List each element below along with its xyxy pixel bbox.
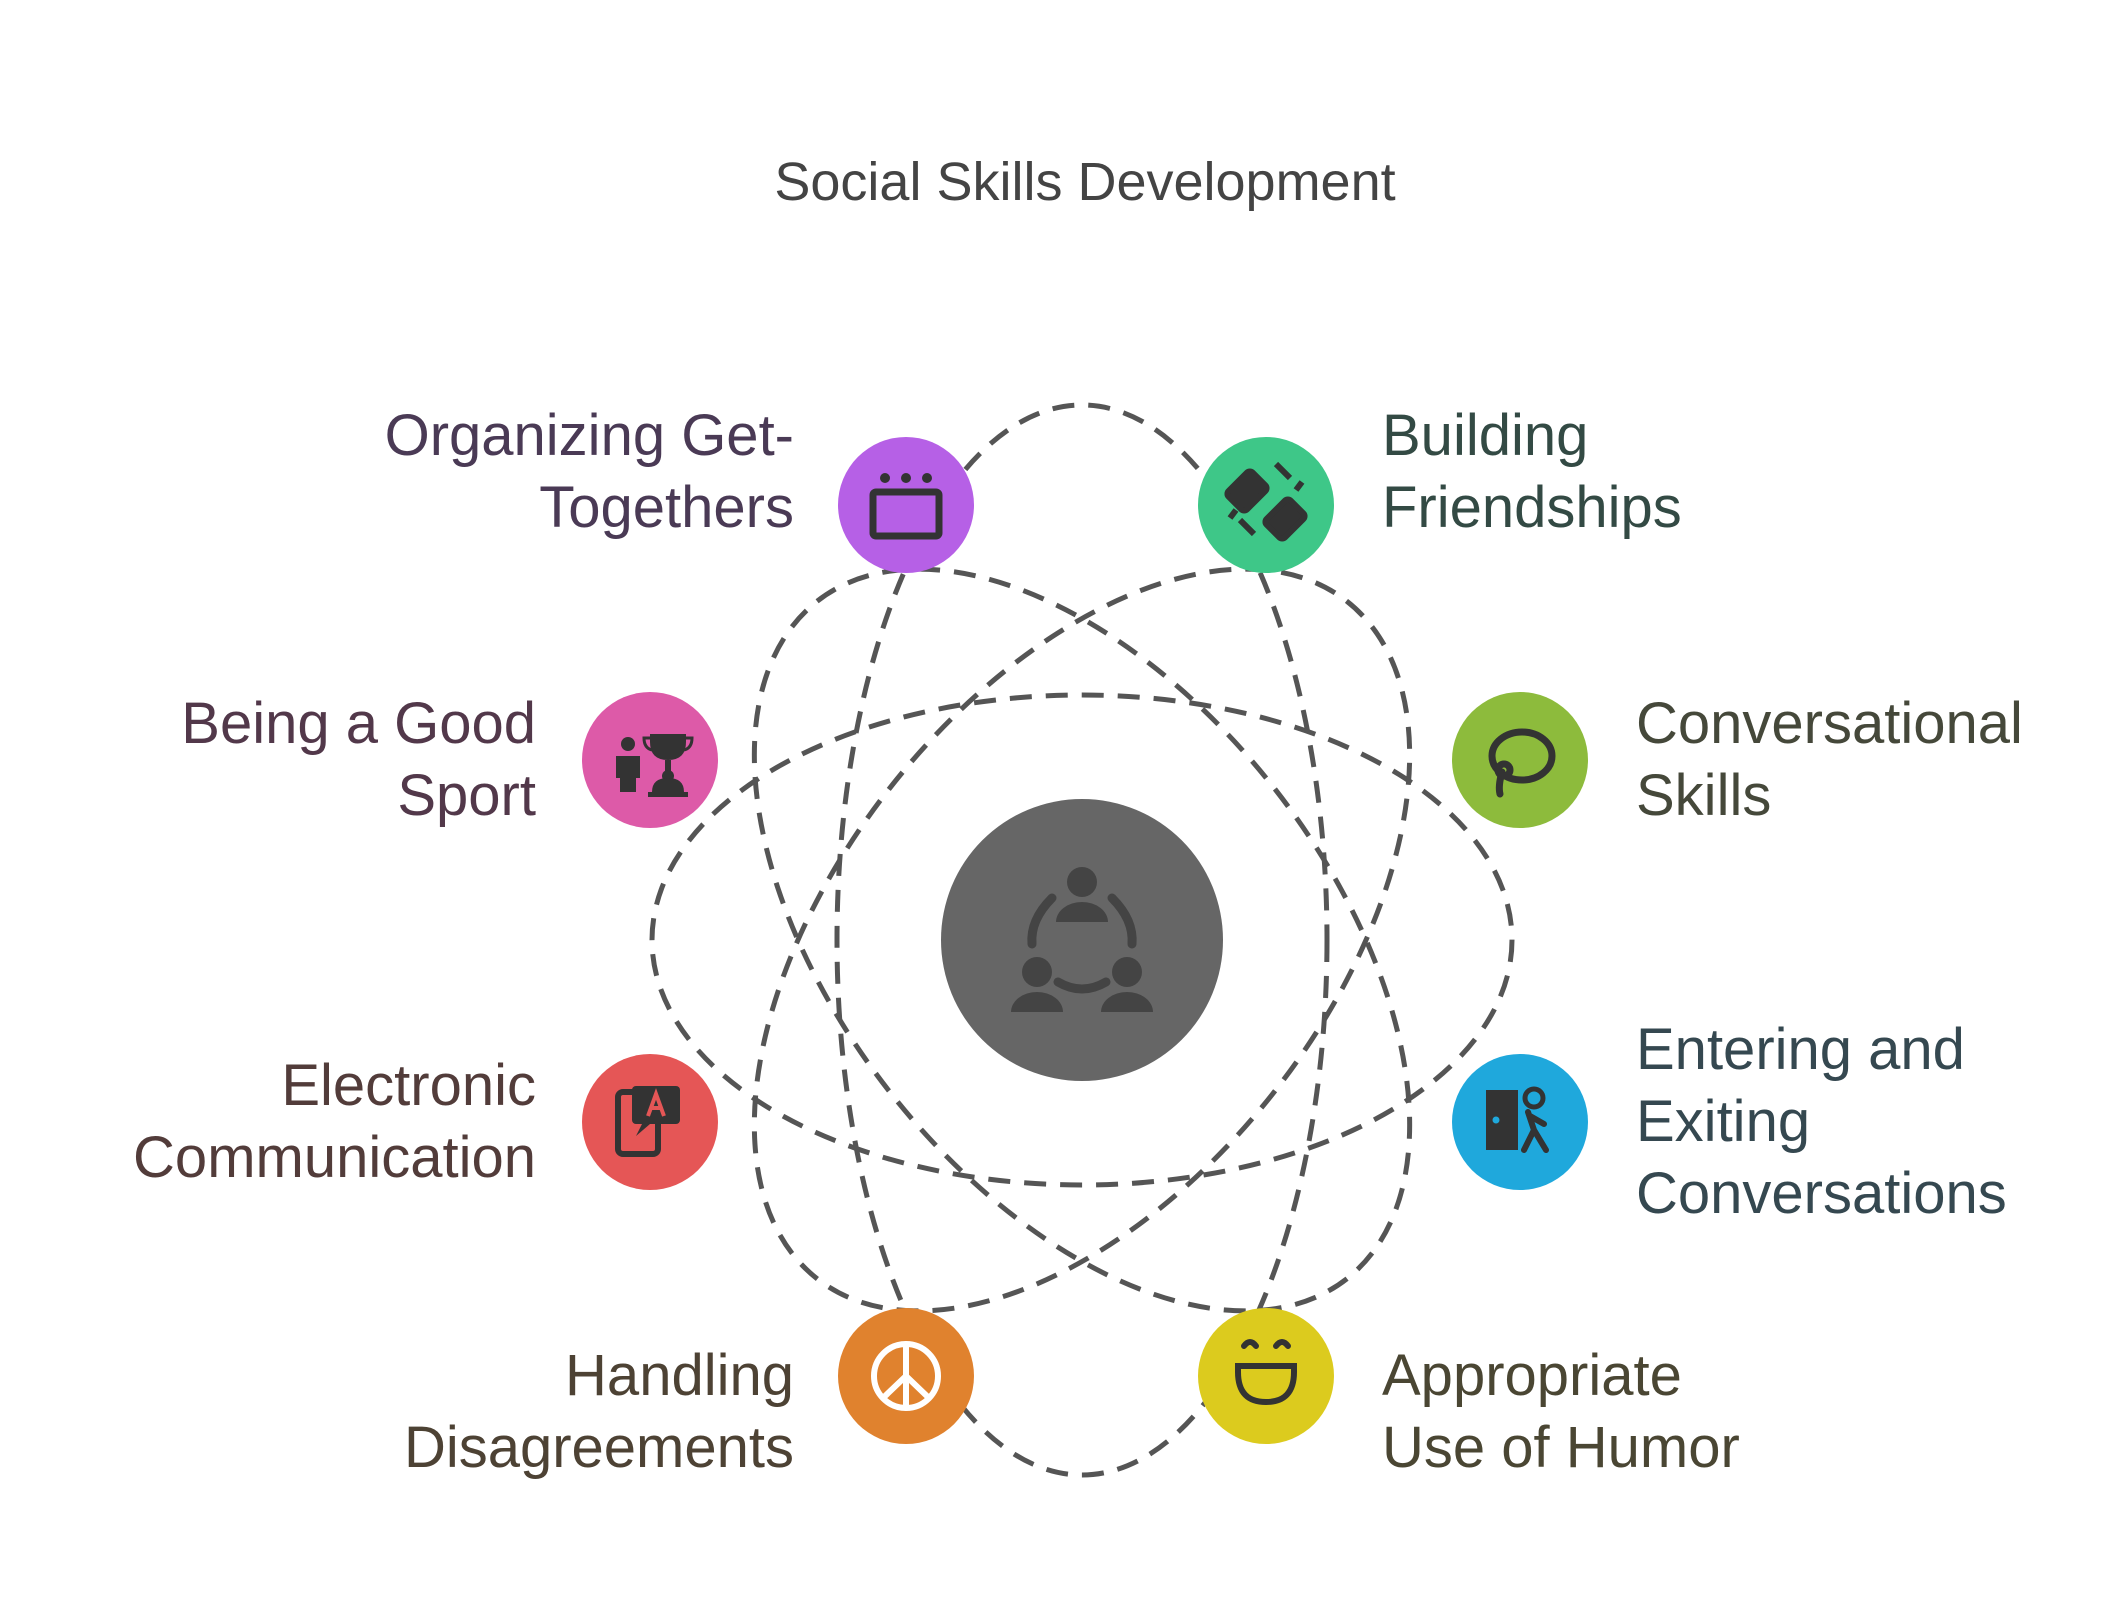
label-humor-line-1: Appropriate (1382, 1343, 1682, 1408)
label-entering-line-1: Entering and (1636, 1017, 1965, 1082)
node-entering (1452, 1054, 1588, 1190)
node-conversational (1452, 692, 1588, 828)
label-electronic-line-1: Electronic (281, 1053, 536, 1118)
label-organizing-line-2: Togethers (539, 475, 794, 540)
smile-icon (1235, 1339, 1297, 1406)
node-disagreements (838, 1308, 974, 1444)
node-humor (1198, 1308, 1334, 1444)
label-organizing-line-1: Organizing Get- (384, 403, 794, 468)
label-sport: Being a Good Sport (181, 688, 536, 832)
node-sport (582, 692, 718, 828)
label-conversational-line-1: Conversational (1636, 691, 2023, 756)
diagram-title: Social Skills Development (774, 152, 1396, 212)
label-friendships: Building Friendships (1382, 400, 1682, 544)
node-circle-sport (582, 692, 718, 828)
label-sport-line-2: Sport (397, 763, 536, 828)
node-circle-conversational (1452, 692, 1588, 828)
node-circle-humor (1198, 1308, 1334, 1444)
label-electronic: Electronic Communication (133, 1050, 536, 1194)
label-organizing: Organizing Get- Togethers (385, 400, 794, 544)
label-disagreements-line-1: Handling (565, 1343, 794, 1408)
orbit-diagonal-a (751, 566, 1413, 1314)
orbit-horizontal (649, 692, 1515, 1188)
label-entering: Entering and Exiting Conversations (1636, 1014, 2007, 1230)
label-entering-line-3: Conversations (1636, 1161, 2007, 1226)
label-entering-line-2: Exiting (1636, 1089, 1811, 1154)
center-hub (941, 799, 1223, 1081)
group-people-icon (1011, 867, 1153, 1012)
node-circle-friendships (1198, 437, 1334, 573)
handshake-icon (1224, 461, 1308, 542)
label-friendships-line-2: Friendships (1382, 475, 1682, 540)
label-friendships-line-1: Building (1382, 403, 1589, 468)
node-organizing (838, 437, 974, 573)
orbit-vertical (834, 402, 1330, 1478)
node-electronic (582, 1054, 718, 1190)
speech-bubble-icon (1488, 728, 1556, 798)
label-humor-line-2: Use of Humor (1382, 1415, 1740, 1480)
node-circle-entering (1452, 1054, 1588, 1190)
label-electronic-line-2: Communication (133, 1125, 536, 1190)
label-disagreements-line-2: Disagreements (403, 1415, 794, 1480)
node-friendships (1198, 437, 1334, 573)
node-circle-organizing (838, 437, 974, 573)
peace-icon (871, 1341, 941, 1411)
person-door-icon (1486, 1086, 1549, 1153)
label-sport-line-1: Being a Good (181, 691, 536, 756)
center-circle (941, 799, 1223, 1081)
calendar-icon (869, 473, 943, 540)
label-humor: Appropriate Use of Humor (1382, 1340, 1740, 1484)
trophy-icon (616, 734, 694, 797)
label-disagreements: Handling Disagreements (404, 1340, 794, 1484)
label-conversational: Conversational Skills (1636, 688, 2023, 832)
label-conversational-line-2: Skills (1636, 763, 1772, 828)
phone-chat-icon (615, 1086, 680, 1157)
